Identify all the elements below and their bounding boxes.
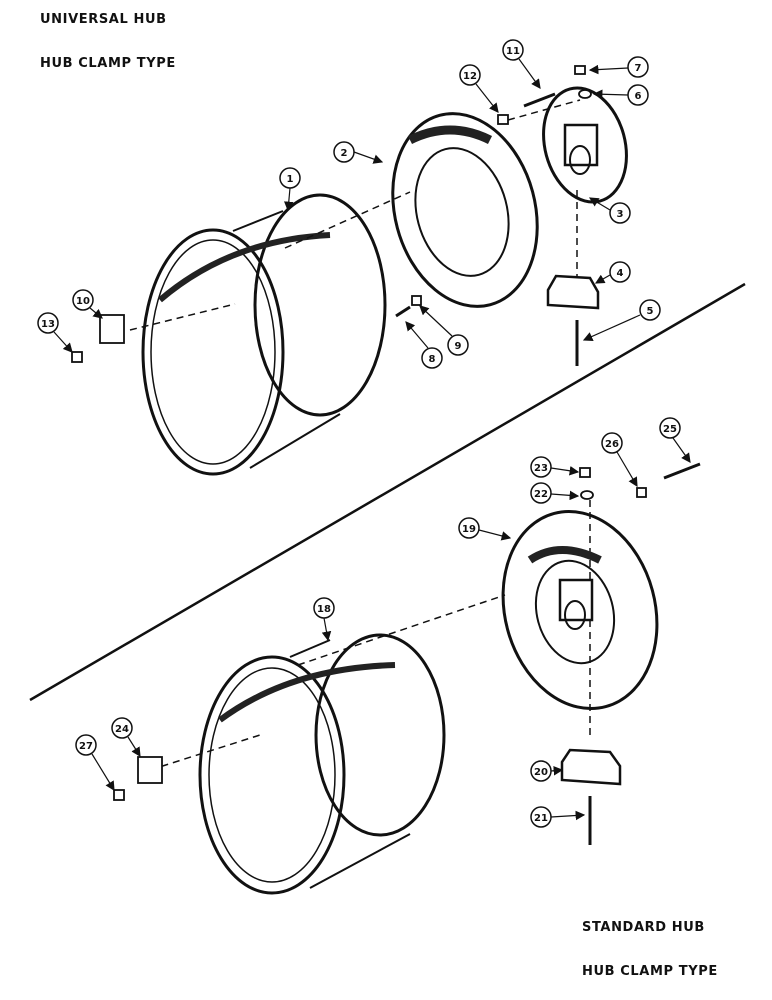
- wheel-disc-universal: [391, 112, 539, 308]
- callout-23: 23: [530, 456, 580, 478]
- wheel-disc-standard: [501, 509, 659, 711]
- callout-9-label: 9: [455, 341, 462, 352]
- rim-universal: [141, 193, 387, 476]
- rim-standard: [198, 633, 446, 895]
- callout-2-label: 2: [341, 148, 348, 159]
- callout-1-label: 1: [287, 174, 294, 185]
- callout-10-label: 10: [76, 296, 90, 307]
- callout-27: 27: [75, 734, 115, 792]
- callout-26: 26: [601, 432, 638, 488]
- bottom-assembly-subtitle: HUB CLAMP TYPE: [582, 964, 718, 979]
- callout-4-label: 4: [617, 268, 624, 279]
- callout-20-label: 20: [534, 767, 548, 778]
- callout-22: 22: [530, 482, 580, 504]
- callout-12: 12: [459, 64, 499, 113]
- callout-5: 5: [582, 299, 661, 341]
- callout-7: 7: [588, 56, 649, 78]
- callout-11: 11: [502, 39, 541, 89]
- callout-20: 20: [530, 760, 564, 782]
- callout-21: 21: [530, 806, 586, 828]
- callout-12-label: 12: [463, 71, 477, 82]
- callout-3: 3: [588, 197, 631, 224]
- callout-19: 19: [458, 517, 512, 541]
- callout-6-label: 6: [635, 91, 642, 102]
- callout-7-label: 7: [635, 63, 642, 74]
- bottom-assembly-title: STANDARD HUB: [582, 920, 705, 935]
- callout-8: 8: [405, 321, 443, 369]
- clamp-universal: [546, 274, 600, 310]
- hub-universal: [542, 86, 628, 204]
- callout-18-label: 18: [317, 604, 331, 615]
- callout-4: 4: [594, 261, 631, 284]
- callout-22-label: 22: [534, 489, 548, 500]
- top-assembly-subtitle: HUB CLAMP TYPE: [40, 56, 176, 71]
- callout-8-label: 8: [429, 354, 436, 365]
- callout-2: 2: [333, 141, 384, 164]
- callout-26-label: 26: [605, 439, 619, 450]
- callout-1: 1: [279, 167, 301, 212]
- callout-13: 13: [37, 312, 73, 353]
- callout-21-label: 21: [534, 813, 548, 824]
- section-divider-line: [29, 282, 746, 702]
- callout-18: 18: [313, 597, 335, 642]
- callout-19-label: 19: [462, 524, 476, 535]
- top-assembly-title: UNIVERSAL HUB: [40, 12, 167, 27]
- callout-25: 25: [659, 417, 691, 463]
- callout-24: 24: [111, 717, 141, 758]
- callout-6: 6: [592, 84, 649, 106]
- callout-9: 9: [419, 305, 469, 356]
- callout-13-label: 13: [41, 319, 55, 330]
- callout-24-label: 24: [115, 724, 129, 735]
- callout-23-label: 23: [534, 463, 548, 474]
- callout-5-label: 5: [647, 306, 654, 317]
- small-hardware-upper: [71, 65, 592, 366]
- small-hardware-lower: [113, 462, 701, 845]
- callout-11-label: 11: [506, 46, 520, 57]
- clamp-standard: [560, 748, 622, 786]
- callout-3-label: 3: [617, 209, 624, 220]
- callout-27-label: 27: [79, 741, 93, 752]
- callout-10: 10: [72, 289, 103, 319]
- callout-25-label: 25: [663, 424, 677, 435]
